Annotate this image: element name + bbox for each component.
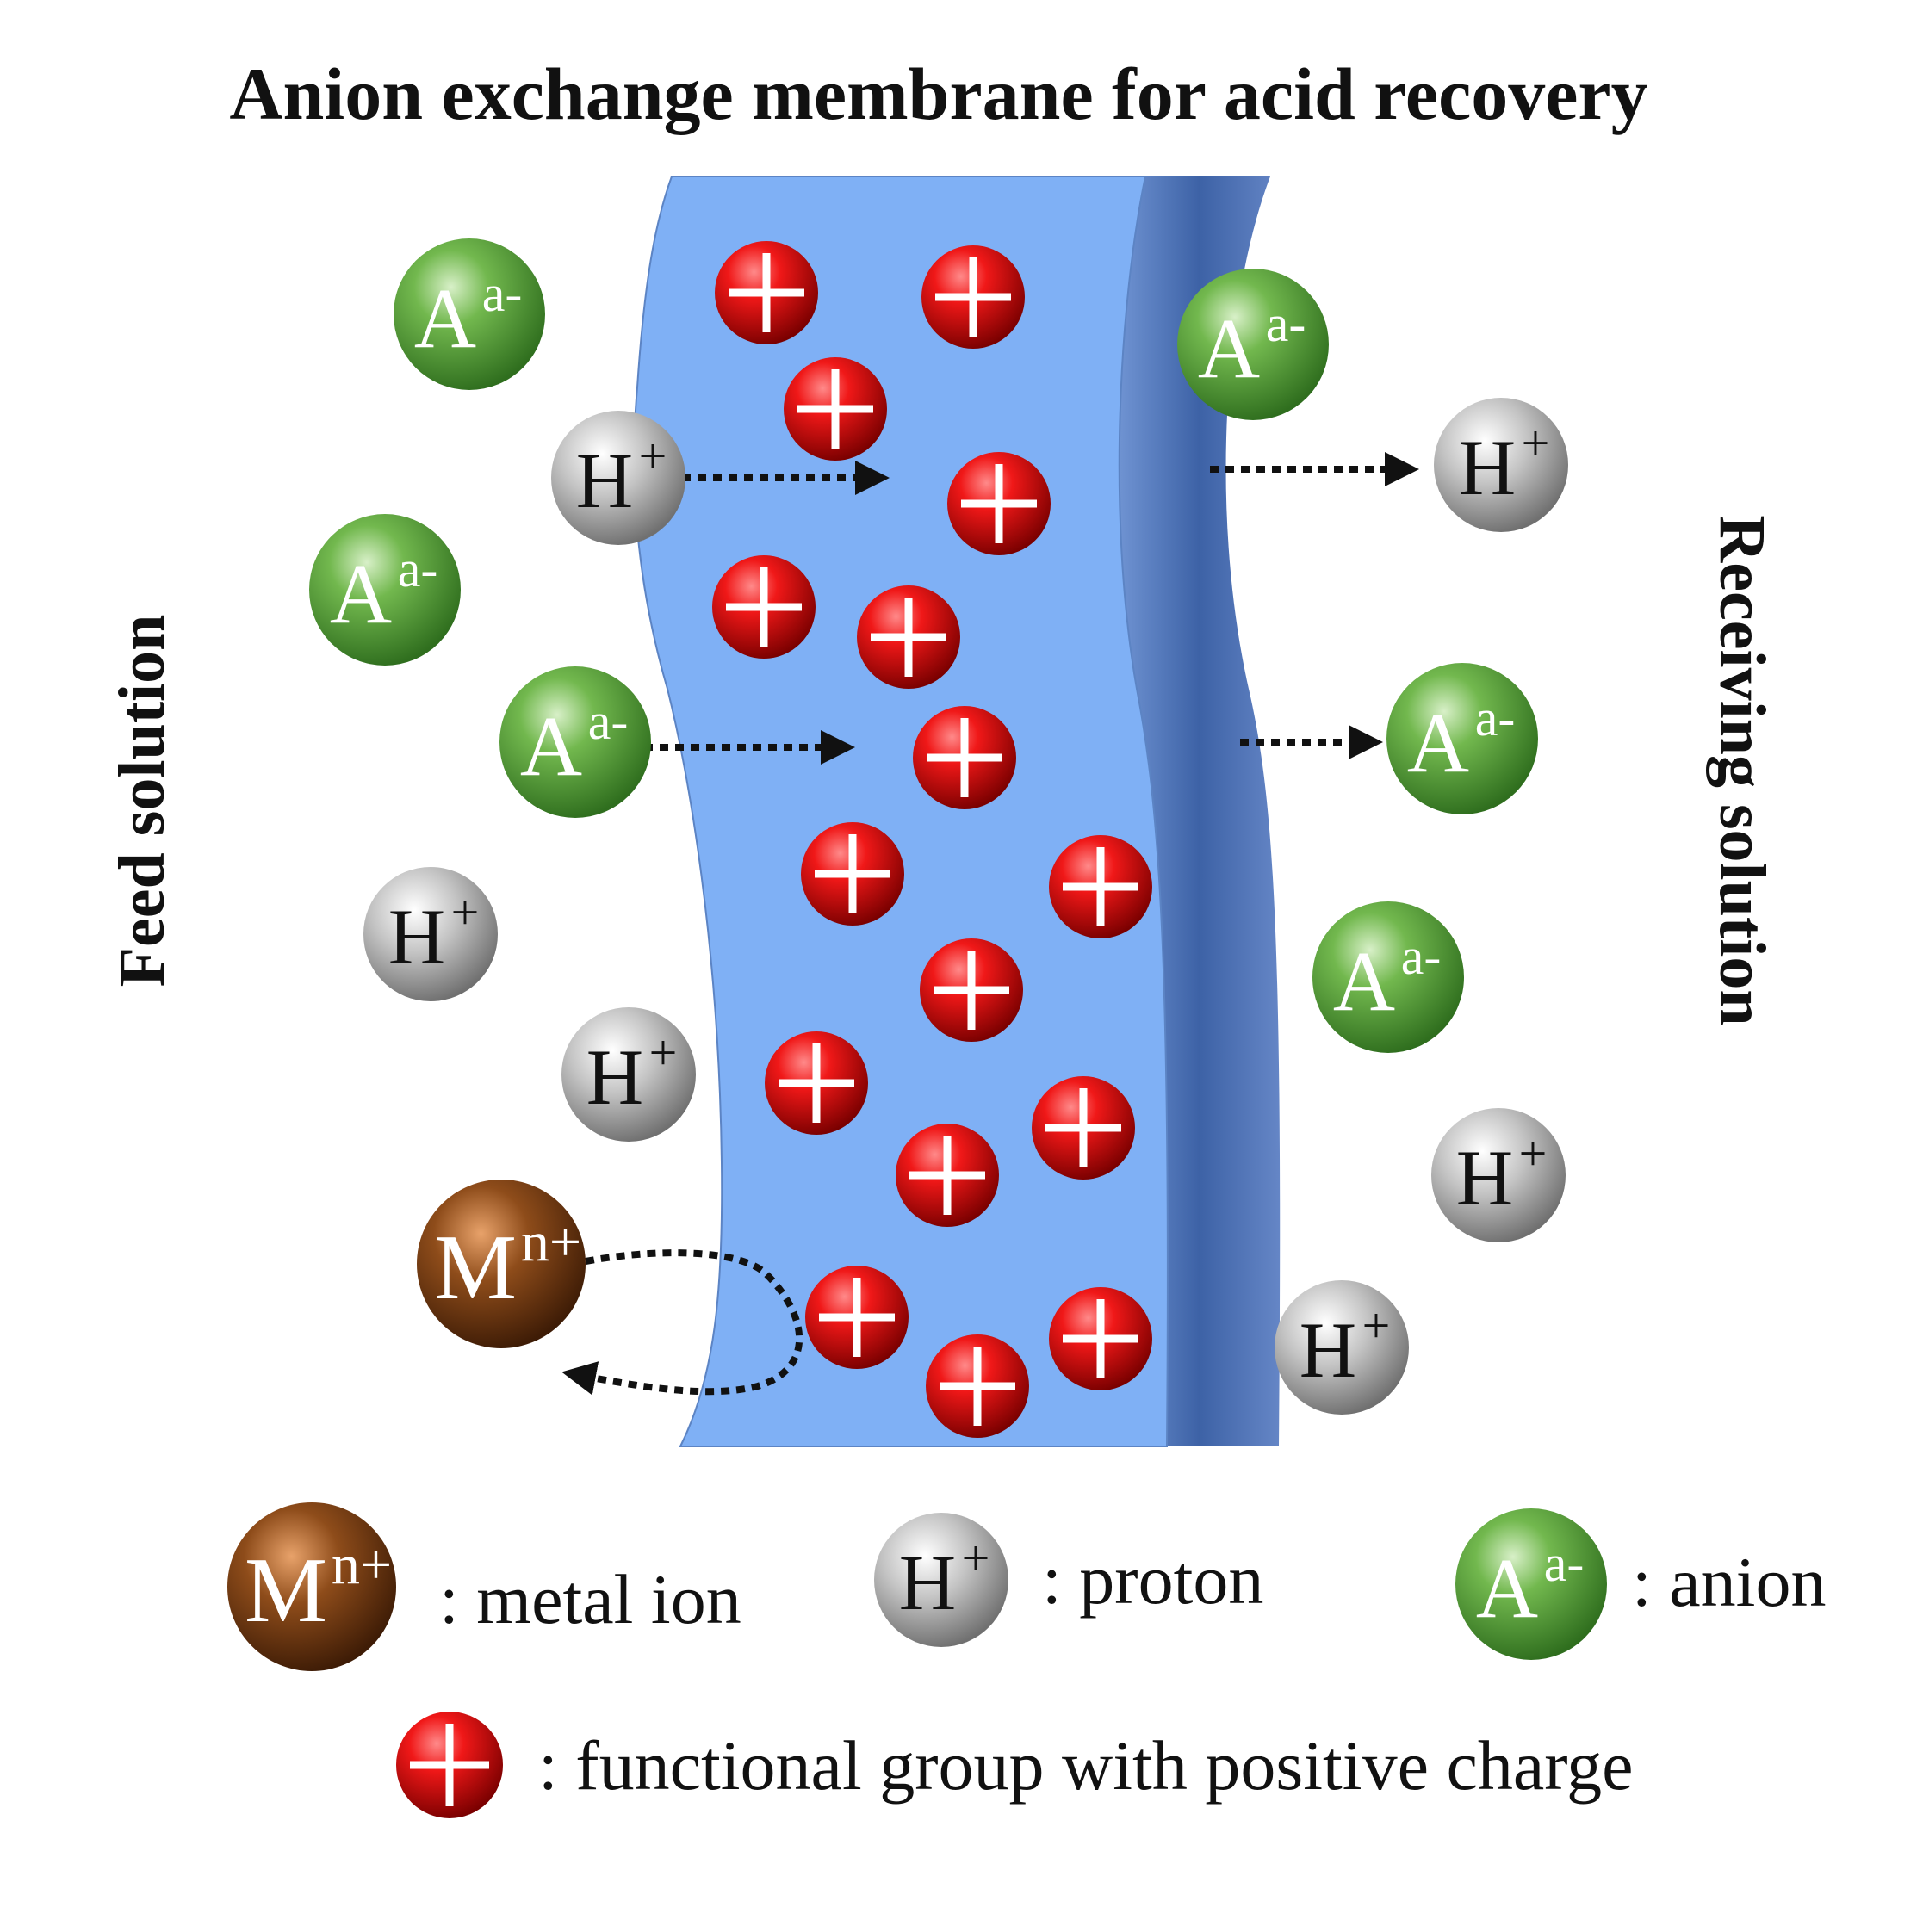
legend-functional-group-sphere <box>396 1712 503 1818</box>
legend-functional-group: : functional group with positive charge <box>396 1712 1633 1818</box>
functional-group <box>801 822 904 926</box>
svg-text:a-: a- <box>588 693 629 750</box>
svg-text:+: + <box>1522 415 1550 471</box>
functional-group <box>1032 1076 1135 1180</box>
svg-text:a-: a- <box>1475 690 1516 746</box>
anion-sphere: A a- <box>309 514 461 666</box>
proton-sphere: H + <box>1275 1280 1409 1415</box>
svg-text:+: + <box>451 884 480 940</box>
legend-functional-group-label: : functional group with positive charge <box>538 1726 1633 1805</box>
legend-metal-ion-sphere: M n+ <box>227 1502 396 1671</box>
functional-group <box>1049 1287 1152 1390</box>
svg-text:H: H <box>1459 424 1516 511</box>
legend-metal-ion-label: : metal ion <box>439 1560 741 1638</box>
anion-sphere: A a- <box>394 238 545 390</box>
proton-sphere: H + <box>363 867 498 1001</box>
svg-text:+: + <box>962 1530 990 1586</box>
svg-text:H: H <box>1456 1134 1513 1222</box>
proton-sphere: H + <box>551 411 685 545</box>
functional-group <box>1049 835 1152 938</box>
svg-text:a-: a- <box>398 541 438 598</box>
svg-text:a-: a- <box>1266 295 1306 352</box>
svg-text:+: + <box>1519 1125 1548 1181</box>
proton-sphere: H + <box>1431 1108 1566 1242</box>
svg-text:+: + <box>639 428 667 484</box>
proton-sphere: H + <box>1434 398 1568 532</box>
legend: M n+ : metal ion H + : proton A a- : ani… <box>227 1502 1826 1818</box>
anion-sphere: A a- <box>1386 663 1538 814</box>
anion-sphere: A a- <box>1312 901 1464 1053</box>
svg-text:A: A <box>1476 1540 1538 1636</box>
receiving-side-ions: A a- H + A a- A a- H + H + <box>1177 269 1568 1415</box>
svg-text:H: H <box>586 1033 643 1121</box>
legend-anion-label: : anion <box>1632 1543 1826 1621</box>
feed-side-ions: A a- H + A a- A a- H + H + <box>309 238 696 1348</box>
svg-text:A: A <box>1407 695 1469 790</box>
functional-group <box>896 1124 999 1227</box>
svg-text:A: A <box>1333 933 1395 1029</box>
anion-sphere: A a- <box>1177 269 1329 420</box>
svg-text:+: + <box>1362 1297 1391 1353</box>
svg-text:A: A <box>414 270 476 366</box>
legend-proton: H + : proton <box>874 1513 1263 1647</box>
functional-group <box>921 245 1025 349</box>
membrane-side-face <box>1119 176 1281 1446</box>
svg-text:H: H <box>899 1539 956 1626</box>
svg-text:A: A <box>330 546 392 641</box>
functional-group <box>920 938 1023 1042</box>
legend-anion-sphere: A a- <box>1455 1508 1607 1660</box>
functional-group <box>712 555 816 659</box>
receiving-solution-label: Receiving solution <box>1706 515 1778 1025</box>
metal-ion-sphere: M n+ <box>417 1180 586 1348</box>
svg-text:a-: a- <box>1401 928 1442 985</box>
feed-solution-label: Feed solution <box>106 615 178 988</box>
svg-text:+: + <box>649 1025 678 1081</box>
functional-group <box>805 1266 909 1369</box>
transport-arrows <box>561 452 1419 1396</box>
legend-metal-ion: M n+ : metal ion <box>227 1502 741 1671</box>
functional-groups <box>712 241 1152 1438</box>
functional-group <box>784 357 887 461</box>
svg-text:a-: a- <box>1544 1535 1585 1592</box>
svg-text:M: M <box>434 1217 517 1319</box>
svg-text:A: A <box>1198 300 1260 396</box>
svg-text:H: H <box>1300 1306 1356 1394</box>
functional-group <box>715 241 818 344</box>
functional-group <box>765 1031 868 1135</box>
svg-text:H: H <box>388 893 445 981</box>
diagram-title: Anion exchange membrane for acid recover… <box>229 53 1647 135</box>
svg-text:a-: a- <box>482 265 523 322</box>
svg-text:n+: n+ <box>521 1211 581 1273</box>
functional-group <box>857 585 960 689</box>
legend-anion: A a- : anion <box>1455 1508 1826 1660</box>
proton-sphere: H + <box>561 1007 696 1142</box>
legend-proton-label: : proton <box>1042 1540 1263 1619</box>
anion-sphere: A a- <box>499 666 651 818</box>
functional-group <box>913 706 1016 809</box>
svg-text:A: A <box>520 698 582 794</box>
functional-group <box>947 452 1051 555</box>
svg-text:M: M <box>245 1539 327 1642</box>
svg-text:n+: n+ <box>332 1533 392 1596</box>
svg-text:H: H <box>576 437 633 524</box>
legend-proton-sphere: H + <box>874 1513 1008 1647</box>
functional-group <box>926 1334 1029 1438</box>
